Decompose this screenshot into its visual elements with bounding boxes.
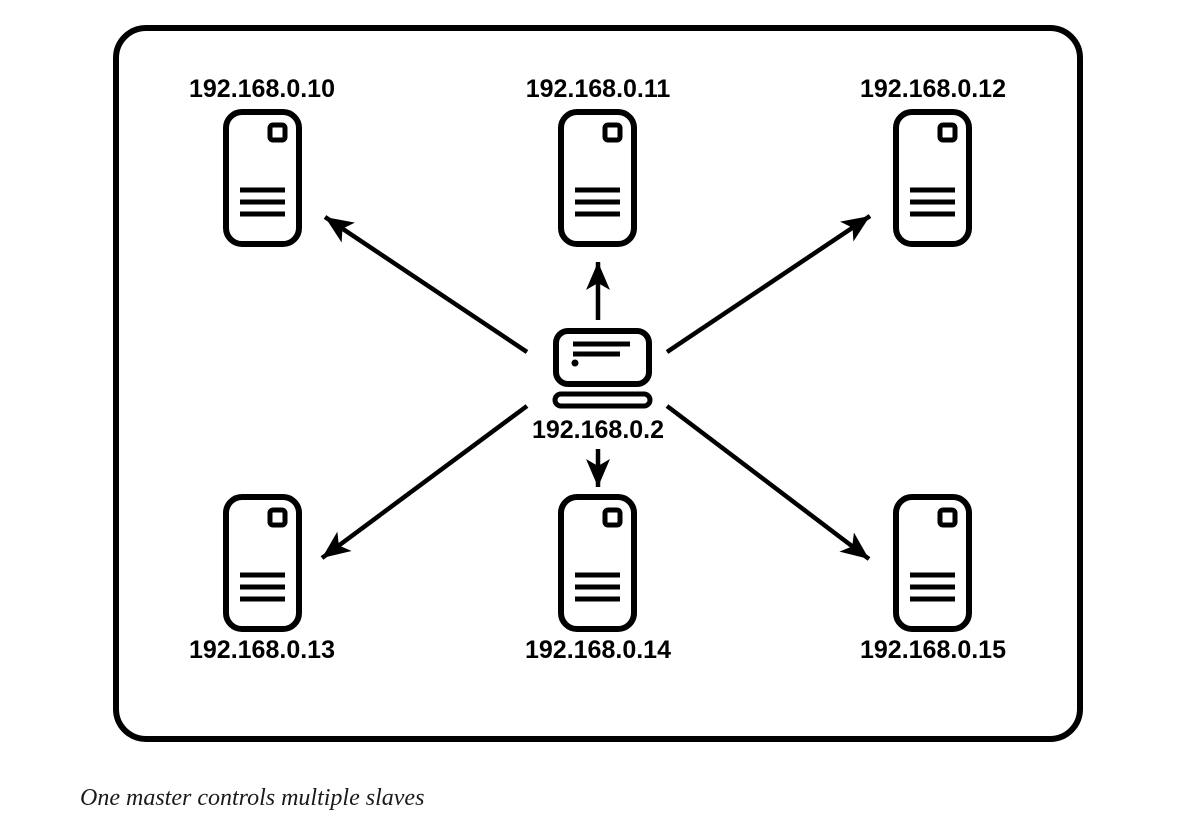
arrow-master-to-bottom-right xyxy=(665,404,871,561)
arrow-layer xyxy=(320,214,872,561)
slave-ip-label-top-center: 192.168.0.11 xyxy=(526,75,671,103)
slave-ip-label-bottom-center: 192.168.0.14 xyxy=(525,636,671,664)
arrow-master-to-bottom-left xyxy=(320,404,529,560)
slave-ip-label-bottom-left: 192.168.0.13 xyxy=(189,636,335,664)
diagram-border xyxy=(113,25,1083,742)
slave-ip-label-top-left: 192.168.0.10 xyxy=(189,75,335,103)
server-icon xyxy=(896,112,969,244)
arrow-master-to-top-right xyxy=(665,214,872,354)
slave-ip-label-top-right: 192.168.0.12 xyxy=(860,75,1006,103)
server-icon xyxy=(226,497,299,629)
server-icon xyxy=(561,112,634,244)
server-icon xyxy=(226,112,299,244)
server-icon xyxy=(561,497,634,629)
slave-ip-label-bottom-right: 192.168.0.15 xyxy=(860,636,1006,664)
laptop-icon xyxy=(555,331,650,406)
arrow-master-to-top-left xyxy=(323,215,529,354)
diagram-caption: One master controls multiple slaves xyxy=(80,785,424,811)
master-ip-label: 192.168.0.2 xyxy=(532,416,664,444)
server-icon xyxy=(896,497,969,629)
